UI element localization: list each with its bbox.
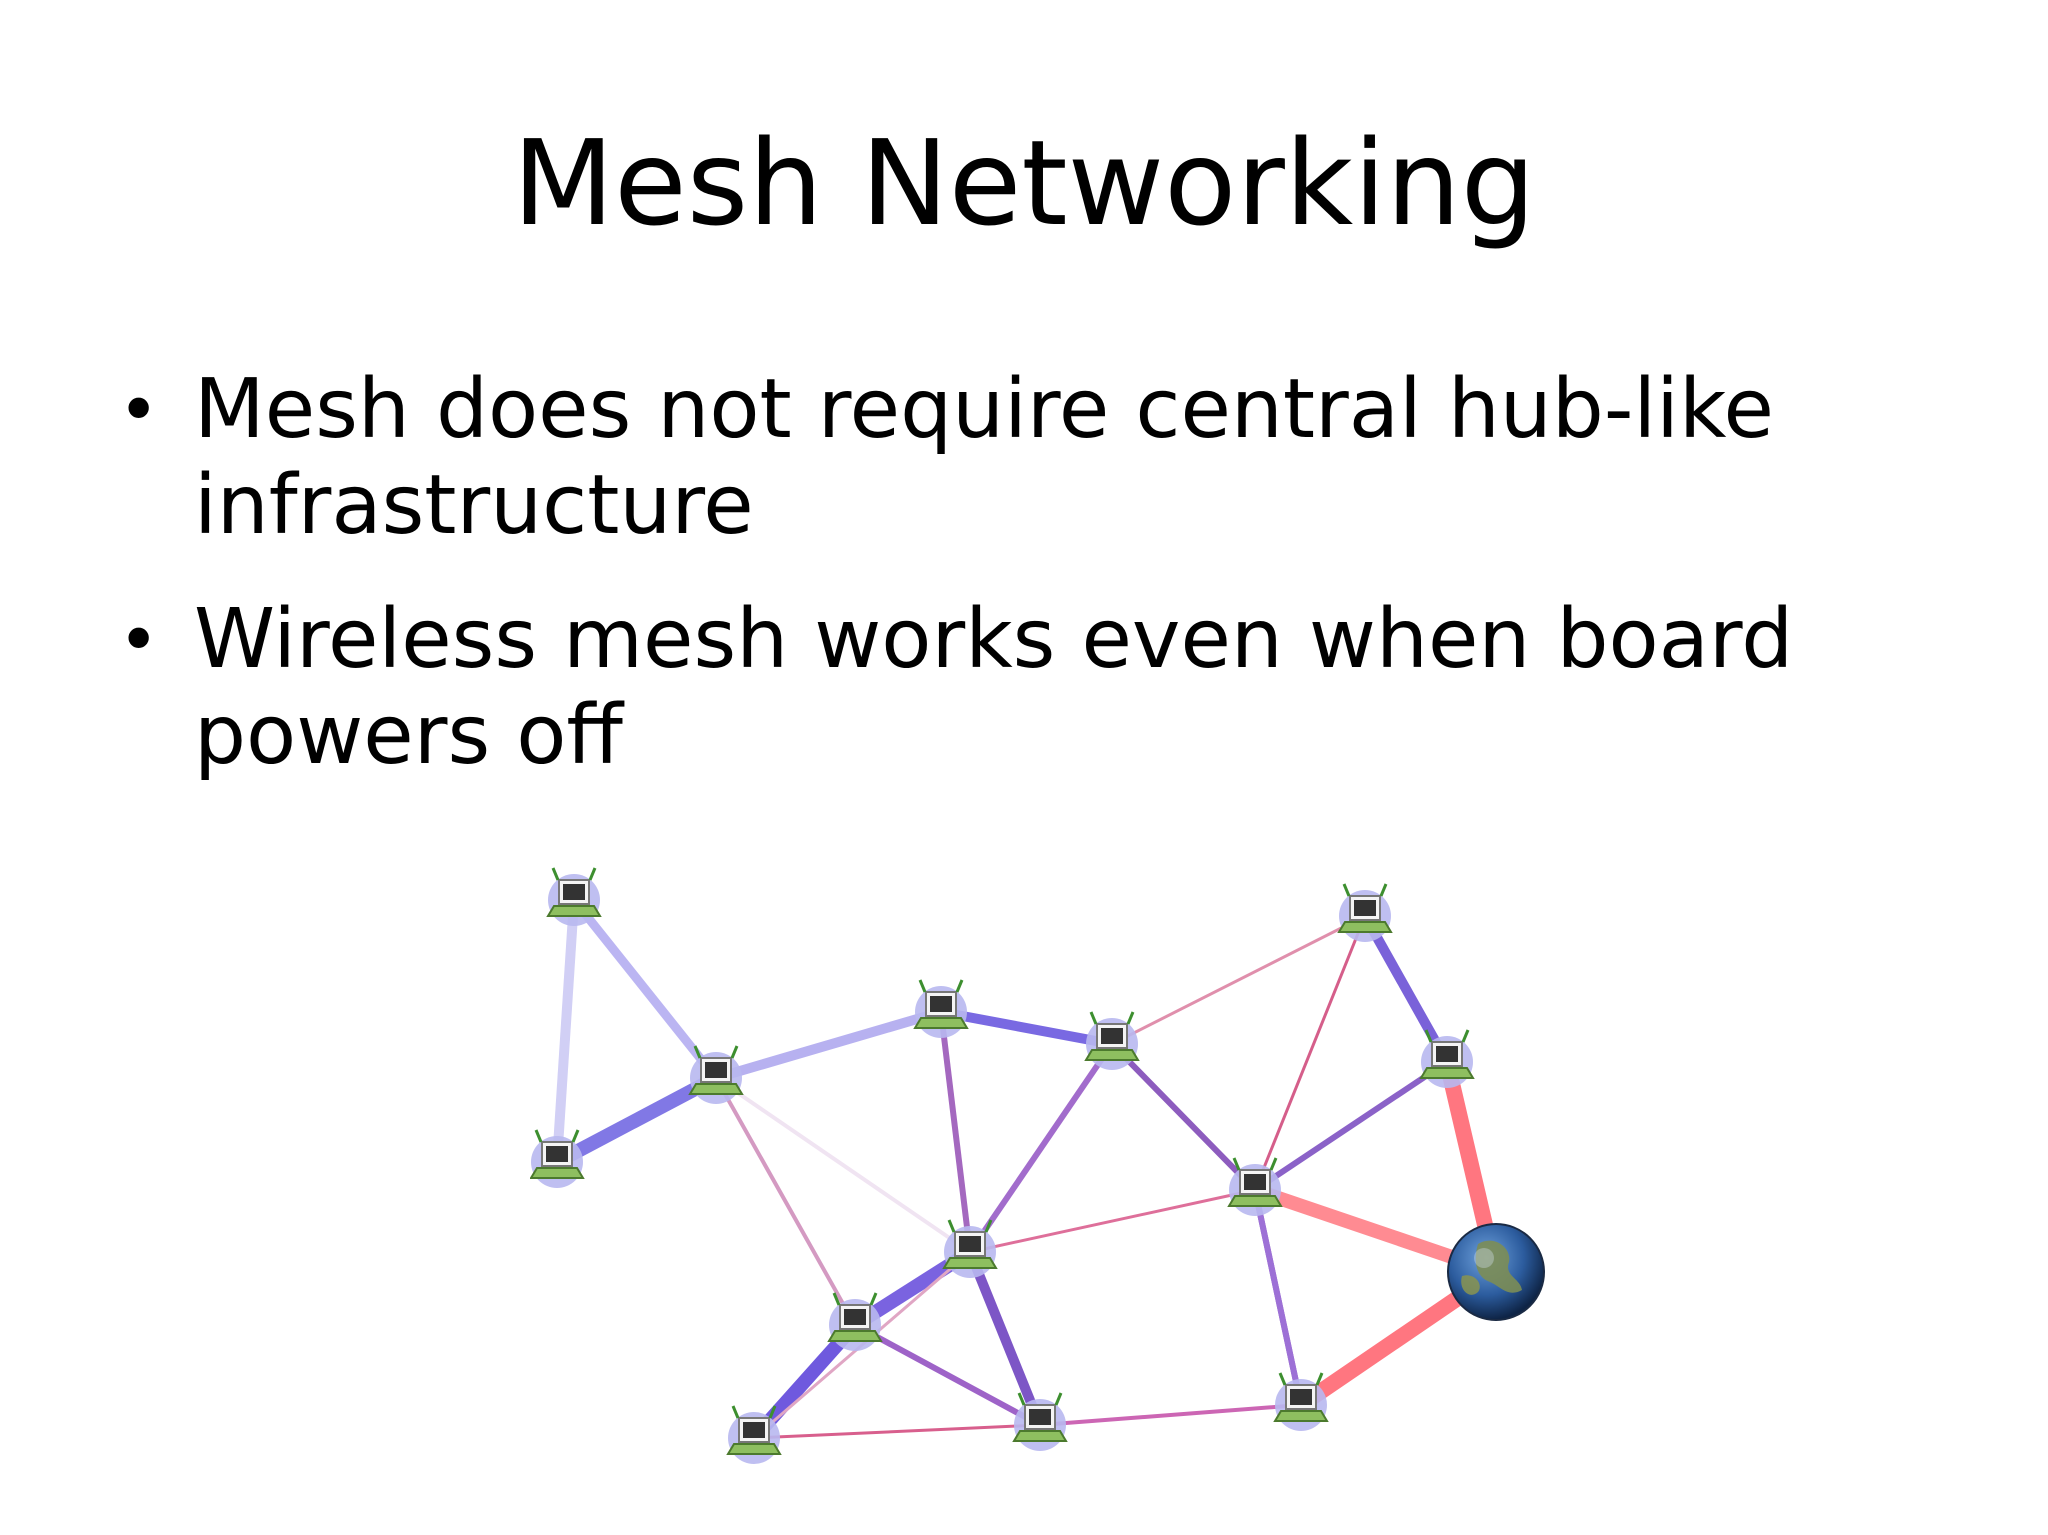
laptop-icon	[1273, 1371, 1329, 1433]
laptop-icon	[1227, 1156, 1283, 1218]
bullet-text: Wireless mesh works even when board powe…	[194, 592, 1794, 783]
laptop-icon	[1419, 1028, 1475, 1090]
bullet-marker: •	[118, 599, 160, 681]
bullet-text: Mesh does not require central hub-like i…	[194, 362, 1774, 553]
link-layer	[552, 897, 1504, 1443]
laptop-icon	[1084, 1010, 1140, 1072]
bullet-marker: •	[118, 369, 160, 451]
globe-icon	[1447, 1223, 1545, 1321]
laptop-icon	[1337, 882, 1393, 944]
laptop-icon	[546, 866, 602, 928]
laptop-icon	[688, 1044, 744, 1106]
laptop-icon	[942, 1218, 998, 1280]
mesh-network-diagram	[530, 866, 1545, 1466]
laptop-icon	[827, 1291, 883, 1353]
laptop-icon	[530, 1128, 585, 1190]
laptop-icon	[726, 1404, 782, 1466]
node-layer	[530, 866, 1545, 1466]
bullet-list: • Mesh does not require central hub-like…	[118, 362, 1968, 822]
bullet-item: • Wireless mesh works even when board po…	[118, 592, 1968, 784]
laptop-icon	[1012, 1391, 1068, 1453]
bullet-item: • Mesh does not require central hub-like…	[118, 362, 1968, 554]
slide-title: Mesh Networking	[512, 114, 1536, 252]
laptop-icon	[913, 978, 969, 1040]
